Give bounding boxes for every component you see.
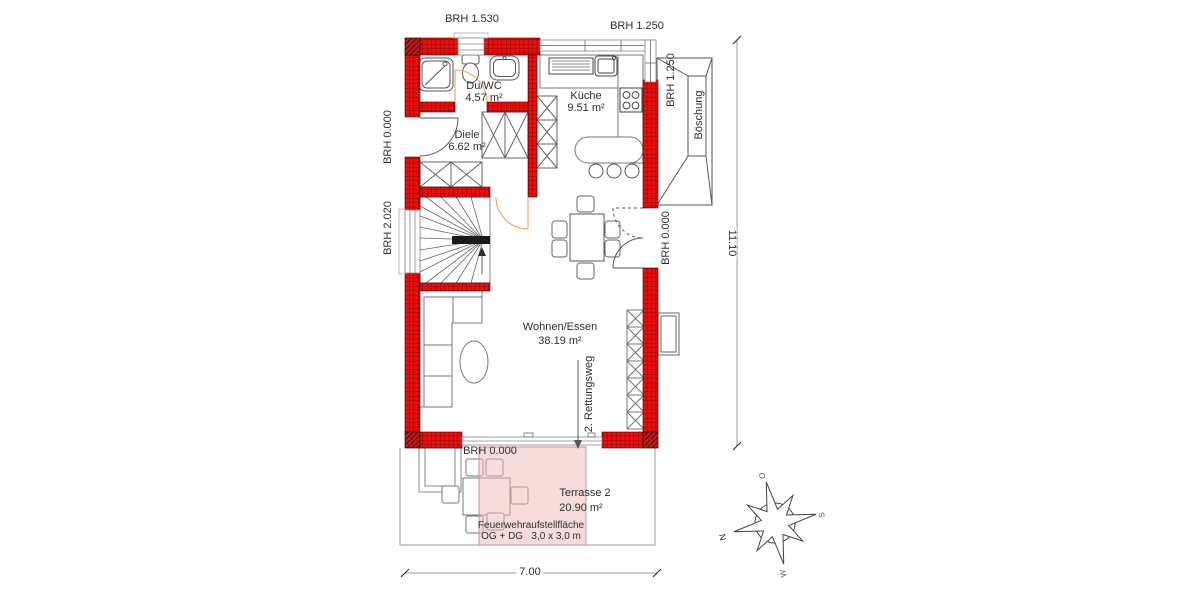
compass-east-label: O	[757, 472, 767, 480]
brh-top-left-label: BRH 1.530	[445, 13, 499, 26]
exterior-annex	[657, 312, 680, 356]
interior-walls	[419, 54, 538, 292]
kitchen-cabinets	[536, 95, 558, 169]
dining-set	[551, 195, 621, 280]
room-terrasse-name: Terrasse 2	[559, 487, 611, 500]
stove	[619, 87, 643, 113]
dimension-width-label: 7.00	[516, 567, 544, 579]
windows	[398, 32, 657, 446]
brh-top-right-label: BRH 1.250	[610, 20, 664, 33]
brh-entrance-label: BRH 0.000	[382, 110, 395, 164]
compass-west-label: W	[778, 568, 788, 578]
fire-area-label-line2: OG + DG 3,0 x 3,0 m	[481, 530, 581, 542]
french-door	[612, 207, 644, 269]
brh-terrace-label: BRH 0.000	[463, 445, 517, 458]
stairs	[419, 196, 491, 284]
light-well	[418, 447, 462, 493]
boeschung-symbol	[656, 57, 713, 206]
rescue-route-arrow	[574, 360, 582, 449]
boeschung-label: Böschung	[693, 90, 706, 140]
room-diele-name: Diele	[454, 129, 480, 142]
room-duwc-name: Du/WC	[466, 80, 502, 93]
brh-right-window-label: BRH 1.250	[665, 53, 678, 107]
fire-area-label-line1: Feuerwehraufstellfläche	[477, 519, 585, 531]
kitchen-sink	[548, 55, 618, 77]
brh-patio-door-label: BRH 0.000	[660, 211, 673, 265]
room-kueche-name: Küche	[570, 90, 602, 103]
entrance-door	[419, 117, 459, 157]
bar-stools	[588, 163, 640, 179]
bath-door-swing	[454, 69, 488, 103]
corner-blocks	[404, 37, 659, 449]
shelf-column	[626, 309, 645, 430]
coffee-table	[459, 340, 489, 384]
fire-truck-area	[478, 446, 587, 546]
room-diele-area: 6.62 m²	[448, 141, 486, 154]
room-kueche-area: 9.51 m²	[567, 102, 605, 115]
diele-door-swing	[495, 196, 529, 230]
dimension-line-vertical	[732, 35, 742, 451]
room-wohnen-area: 38.19 m²	[538, 335, 582, 348]
room-terrasse-area: 20.90 m²	[559, 502, 603, 515]
dimension-height-label: 11.10	[725, 226, 738, 260]
room-duwc-area: 4,57 m²	[465, 92, 503, 105]
compass-north-label: N	[717, 533, 728, 541]
rescue-route-label: 2. Rettungsweg	[583, 355, 596, 433]
room-wohnen-name: Wohnen/Essen	[522, 321, 598, 334]
brh-stair-window-label: BRH 2.020	[382, 201, 395, 255]
compass-south-label: S	[817, 512, 827, 519]
compass-rose: N O S W	[717, 472, 827, 578]
bathroom-fixtures	[418, 54, 520, 92]
